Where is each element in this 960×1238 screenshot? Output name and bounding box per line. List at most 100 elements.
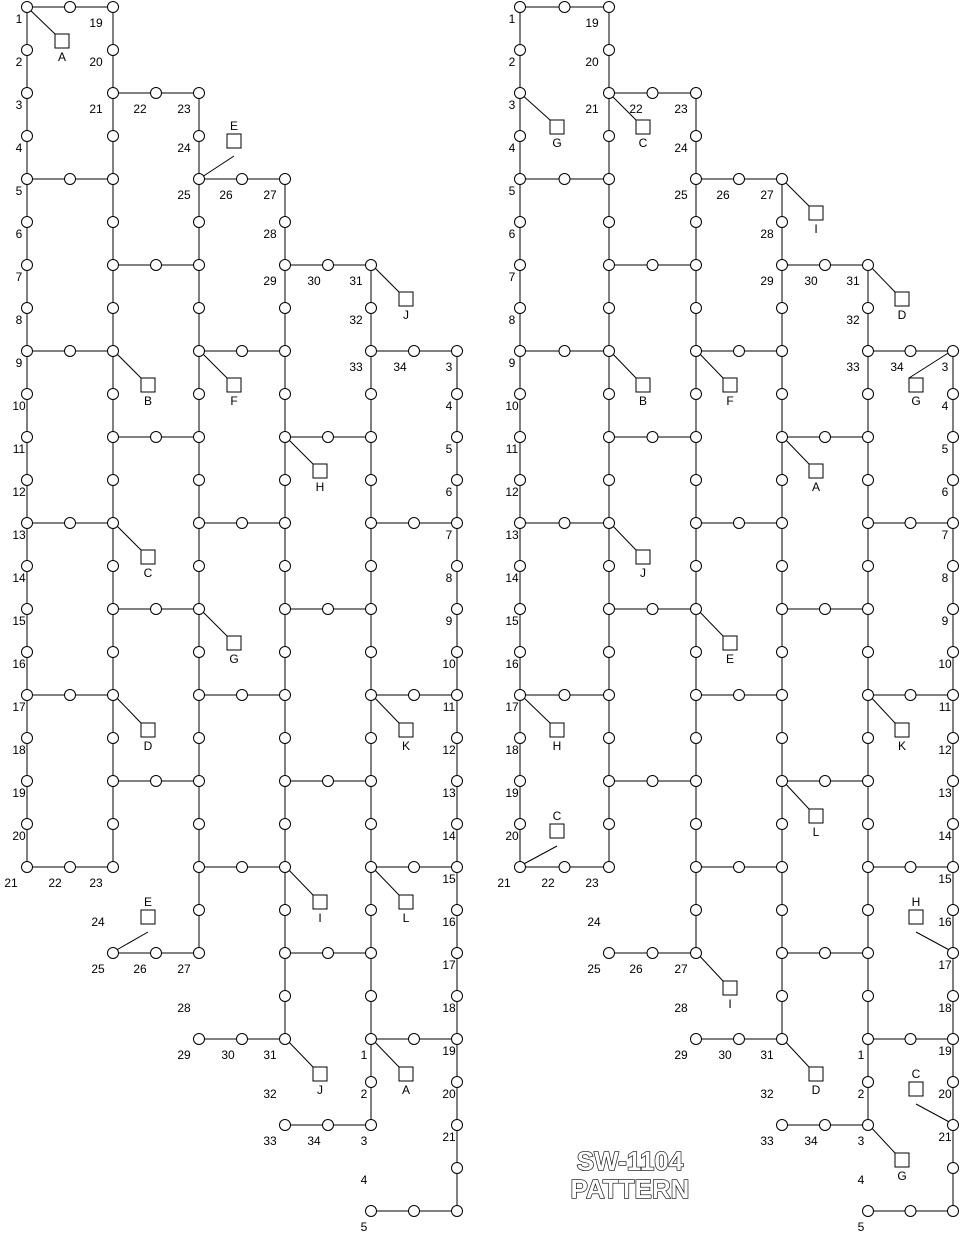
grid-node [107,646,119,658]
row-label: 29 [760,274,774,288]
grid-node [107,775,119,787]
grid-node [862,775,874,787]
row-label: 27 [263,188,277,202]
grid-node [947,474,959,486]
row-label: 2 [361,1087,368,1101]
marker-f-box [722,377,738,393]
grid-node [365,904,377,916]
row-label: 9 [446,614,453,628]
grid-node [690,861,702,873]
grid-node [646,775,659,787]
row-label: 23 [674,102,688,116]
grid-node [236,173,248,185]
row-label: 20 [89,55,103,69]
grid-node [150,87,162,99]
marker-l-label: L [403,911,410,925]
row-label: 23 [177,102,191,116]
row-label: 32 [846,313,860,327]
marker-connector [908,349,954,379]
grid-node [21,861,33,873]
marker-e-box [140,909,156,925]
marker-h-label: H [912,895,921,909]
grid-node [64,173,76,185]
grid-node [193,130,205,142]
marker-g-label: G [897,1169,906,1183]
marker-connector [519,693,551,724]
grid-node [603,603,615,615]
row-label: 3 [509,98,516,112]
grid-node [193,302,205,314]
row-label: 15 [938,872,952,886]
grid-node [21,732,33,744]
grid-node [279,388,291,400]
grid-node [150,603,162,615]
grid-node [947,861,959,873]
grid-node [603,1,615,13]
grid-node [279,732,291,744]
marker-connector [284,865,314,896]
row-label: 1 [509,12,516,26]
grid-node [279,216,291,228]
grid-node [21,259,33,271]
marker-g-label: G [552,136,561,150]
row-label: 22 [541,876,555,890]
marker-e-label: E [144,895,152,909]
marker-k-label: K [402,739,410,753]
grid-node [408,1033,420,1045]
grid-node [150,431,162,443]
grid-node [64,861,76,873]
row-label: 18 [12,743,26,757]
grid-node [514,517,526,529]
grid-node [514,474,526,486]
grid-node [193,388,205,400]
row-label: 31 [349,274,363,288]
marker-connector [284,1037,314,1068]
row-label: 5 [509,184,516,198]
grid-node [733,345,745,357]
row-label: 8 [509,313,516,327]
grid-node [690,689,702,701]
row-label: 27 [674,962,688,976]
grid-node [603,947,615,959]
grid-node [279,302,291,314]
grid-node [193,646,205,658]
grid-node [646,431,659,443]
grid-node [365,775,377,787]
grid-node [236,861,248,873]
row-label: 14 [938,829,952,843]
grid-node [21,216,33,228]
row-label: 10 [938,657,952,671]
row-label: 34 [393,360,407,374]
grid-node [236,345,248,357]
grid-node [365,302,377,314]
grid-node [64,345,76,357]
grid-node [558,689,571,701]
row-label: 34 [804,1134,818,1148]
grid-node [451,775,463,787]
row-label: 3 [942,360,949,374]
grid-node [603,431,615,443]
grid-node [193,560,205,572]
grid-node [193,517,205,529]
grid-node [819,603,831,615]
grid-node [451,818,463,830]
grid-node [107,345,119,357]
marker-connector [112,931,149,953]
marker-j-label: J [403,308,409,322]
grid-node [514,603,526,615]
pattern-title-line-1: SW-1104 [577,1146,684,1176]
grid-node [279,259,291,271]
row-label: 19 [442,1044,456,1058]
grid-node [947,1033,959,1045]
grid-node [451,947,463,959]
row-label: 13 [442,786,456,800]
grid-node [365,517,377,529]
grid-node [365,388,377,400]
grid-node [862,904,874,916]
grid-node [690,302,702,314]
row-label: 21 [4,876,18,890]
grid-node [776,732,788,744]
row-label: 11 [443,700,456,714]
row-label: 9 [509,356,516,370]
